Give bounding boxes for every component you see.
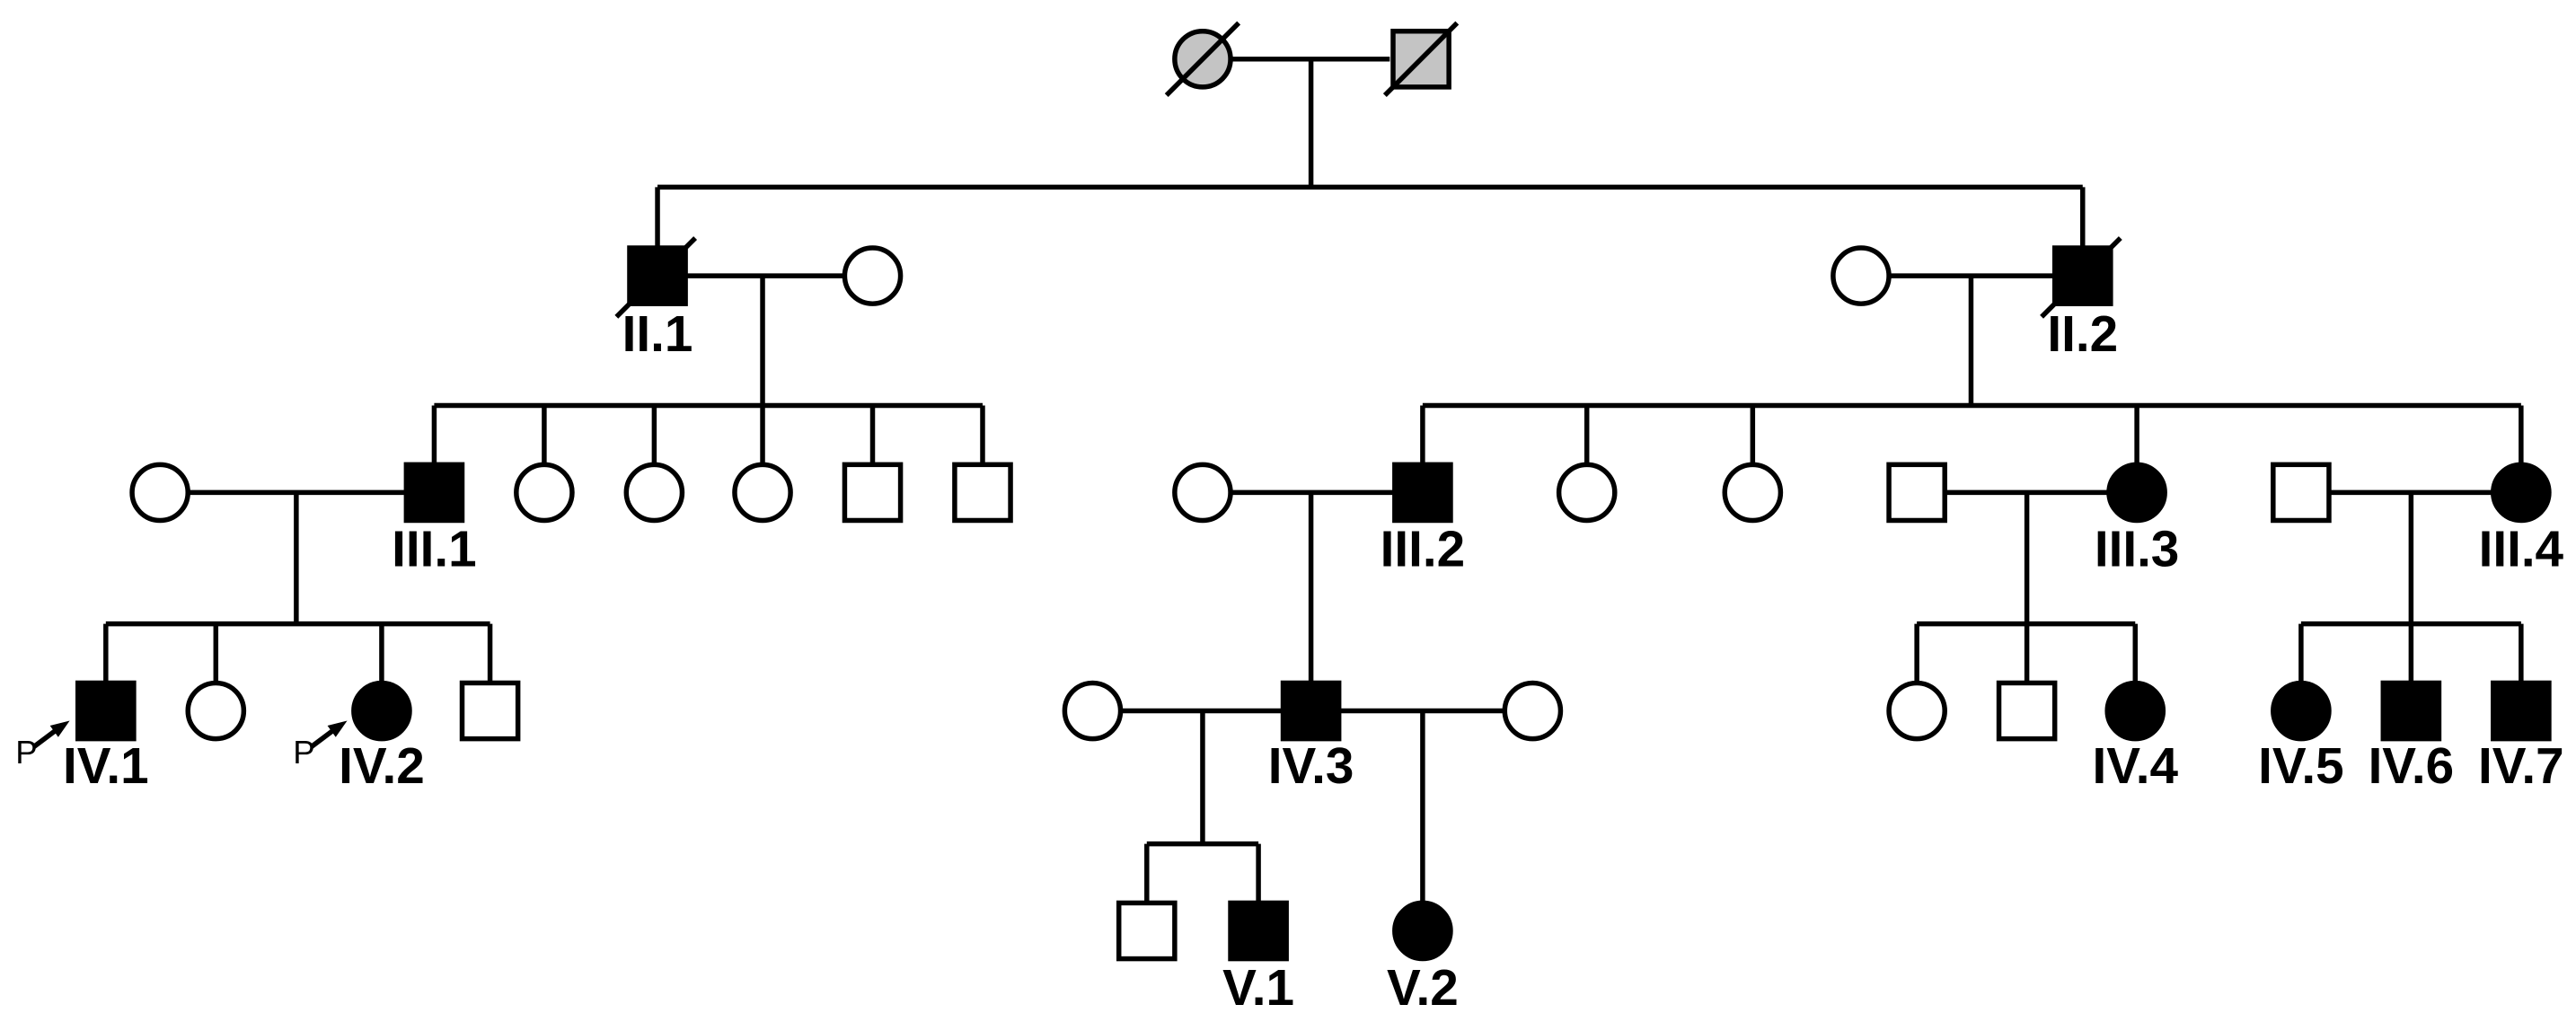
label-iv4: IV.4 — [2092, 738, 2178, 795]
individual-iii-sib — [732, 462, 793, 524]
individual-iii1-spouse — [129, 462, 190, 524]
generation-3: III.1 III.2 III.3 III.4 — [129, 462, 2564, 578]
individual-iv3-spouse1 — [1062, 680, 1124, 742]
individual-iii2-spouse — [1172, 462, 1233, 524]
label-iii3: III.3 — [2095, 522, 2179, 578]
individual-iii-sib — [623, 462, 685, 524]
label-iii2: III.2 — [1381, 522, 1465, 578]
label-v1: V.1 — [1222, 960, 1294, 1017]
label-ii1: II.1 — [622, 306, 693, 363]
label-iv6: IV.6 — [2369, 738, 2455, 795]
label-iv7: IV.7 — [2478, 738, 2564, 795]
individual-iv3 — [1280, 680, 1342, 742]
deceased-slash — [2040, 236, 2122, 319]
individual-iii4-spouse — [2271, 462, 2332, 524]
individual-iv-sib — [1996, 680, 2058, 742]
individual-iii3-spouse — [1886, 462, 1947, 524]
individual-iv-sib — [185, 680, 247, 742]
proband-arrowhead — [327, 720, 348, 737]
individual-iv3-spouse2 — [1502, 680, 1564, 742]
individual-iii1 — [403, 462, 465, 524]
individual-iv2 — [351, 680, 412, 742]
individual-ii2-spouse — [1831, 245, 1892, 306]
individual-iii-sib — [952, 462, 1013, 524]
individual-iii-sib — [1556, 462, 1618, 524]
label-iv3: IV.3 — [1268, 738, 1354, 795]
generation-5: V.1 V.2 — [1116, 900, 1459, 1017]
generation-2: II.1 II.2 — [614, 236, 2122, 363]
individual-iv-sib — [1886, 680, 1947, 742]
individual-iv5 — [2271, 680, 2332, 742]
individual-iv4 — [2104, 680, 2166, 742]
label-ii2: II.2 — [2047, 306, 2118, 363]
proband-arrowhead — [49, 720, 70, 737]
individual-iv6 — [2380, 680, 2442, 742]
generation-4: P P IV.1 IV.2 IV.3 IV.4 IV.5 IV.6 IV.7 — [15, 680, 2564, 795]
individual-iii3 — [2106, 462, 2167, 524]
individual-iv7 — [2491, 680, 2552, 742]
individual-iii4 — [2491, 462, 2552, 524]
label-v2: V.2 — [1387, 960, 1459, 1017]
proband-marker: P — [293, 734, 314, 771]
label-iv1: IV.1 — [63, 738, 149, 795]
label-iii4: III.4 — [2479, 522, 2564, 578]
individual-v-sib — [1116, 900, 1178, 962]
individual-iii-sib — [842, 462, 904, 524]
individual-ii1-spouse — [842, 245, 904, 306]
individual-iii2 — [1392, 462, 1453, 524]
deceased-slash — [614, 236, 698, 319]
pedigree-lines — [103, 57, 2524, 903]
individual-v1 — [1228, 900, 1289, 962]
individual-iv-sib — [459, 680, 521, 742]
individual-iii-sib — [1722, 462, 1784, 524]
generation-1 — [1164, 21, 1460, 97]
deceased-slash — [1382, 21, 1460, 97]
label-iv5: IV.5 — [2258, 738, 2344, 795]
individual-iv1 — [75, 680, 137, 742]
deceased-slash — [1164, 21, 1241, 97]
label-iii1: III.1 — [392, 522, 476, 578]
label-iv2: IV.2 — [339, 738, 425, 795]
proband-marker: P — [15, 734, 37, 771]
individual-iii-sib — [514, 462, 575, 524]
individual-v2 — [1392, 900, 1453, 962]
